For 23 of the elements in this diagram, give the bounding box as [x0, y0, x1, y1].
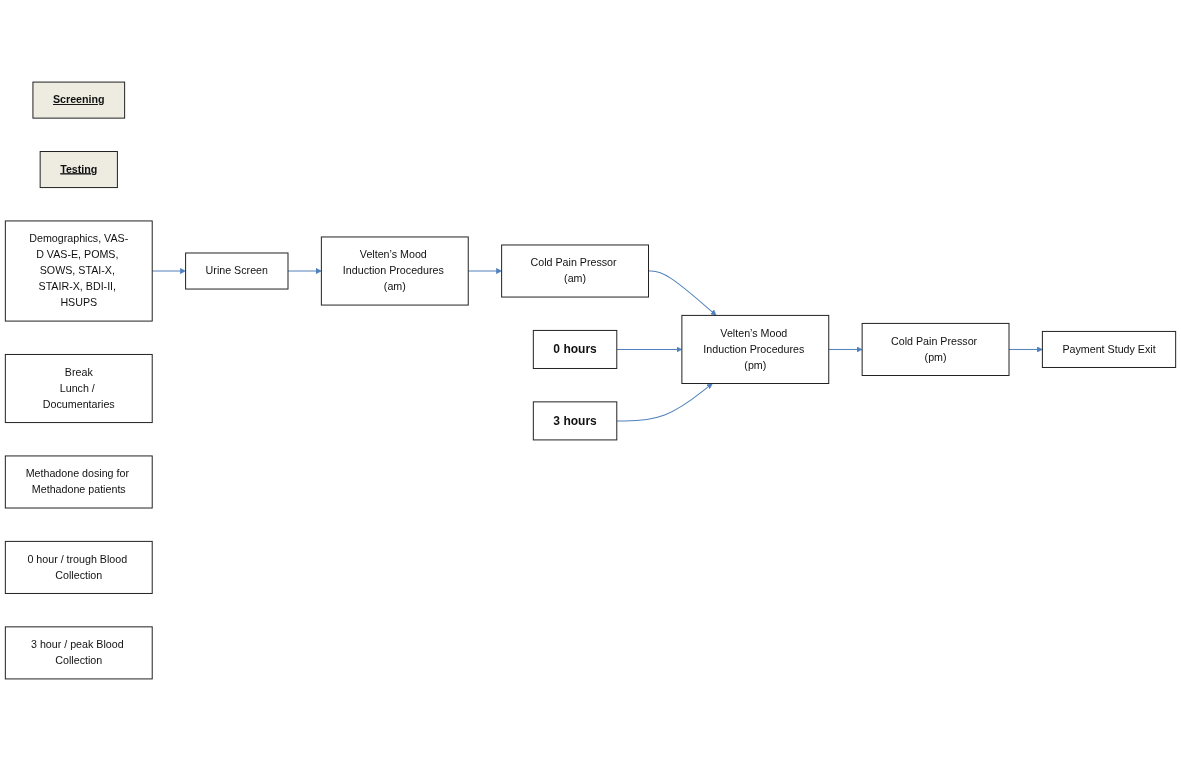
node-box: 3 hour / peak Blood Collection [4, 626, 153, 680]
node-box: Testing [39, 151, 118, 189]
arrow [828, 346, 863, 353]
arrow [287, 268, 322, 274]
node-box: 0 hour / trough Blood Collection [4, 540, 153, 594]
node-box: Methadone dosing for Methadone patients [4, 455, 153, 509]
node-box: Cold Pain Pressor (pm) [861, 322, 1010, 376]
node-box: 3 hours [532, 401, 618, 441]
node-box: Urine Screen [185, 252, 289, 290]
arrow [1008, 346, 1043, 353]
arrow [616, 383, 713, 422]
arrow [648, 270, 717, 316]
node-box: Cold Pain Pressor (am) [501, 244, 649, 298]
node-box: Demographics, VAS-D VAS-E, POMS, SOWS, STAI-X, STAIR-X, BDI-II, HSUPS [4, 220, 153, 322]
node-box: Payment Study Exit [1041, 330, 1177, 368]
node-box: Screening [32, 81, 126, 119]
node-box: Break Lunch / Documentaries [4, 353, 153, 424]
arrow [151, 268, 186, 274]
node-box: 0 hours [532, 329, 618, 369]
node-box: Velten’s Mood Induction Procedures (am) [320, 236, 469, 306]
arrow [467, 268, 502, 274]
arrow [616, 346, 683, 353]
node-box: Velten’s Mood Induction Procedures (pm) [681, 314, 830, 384]
